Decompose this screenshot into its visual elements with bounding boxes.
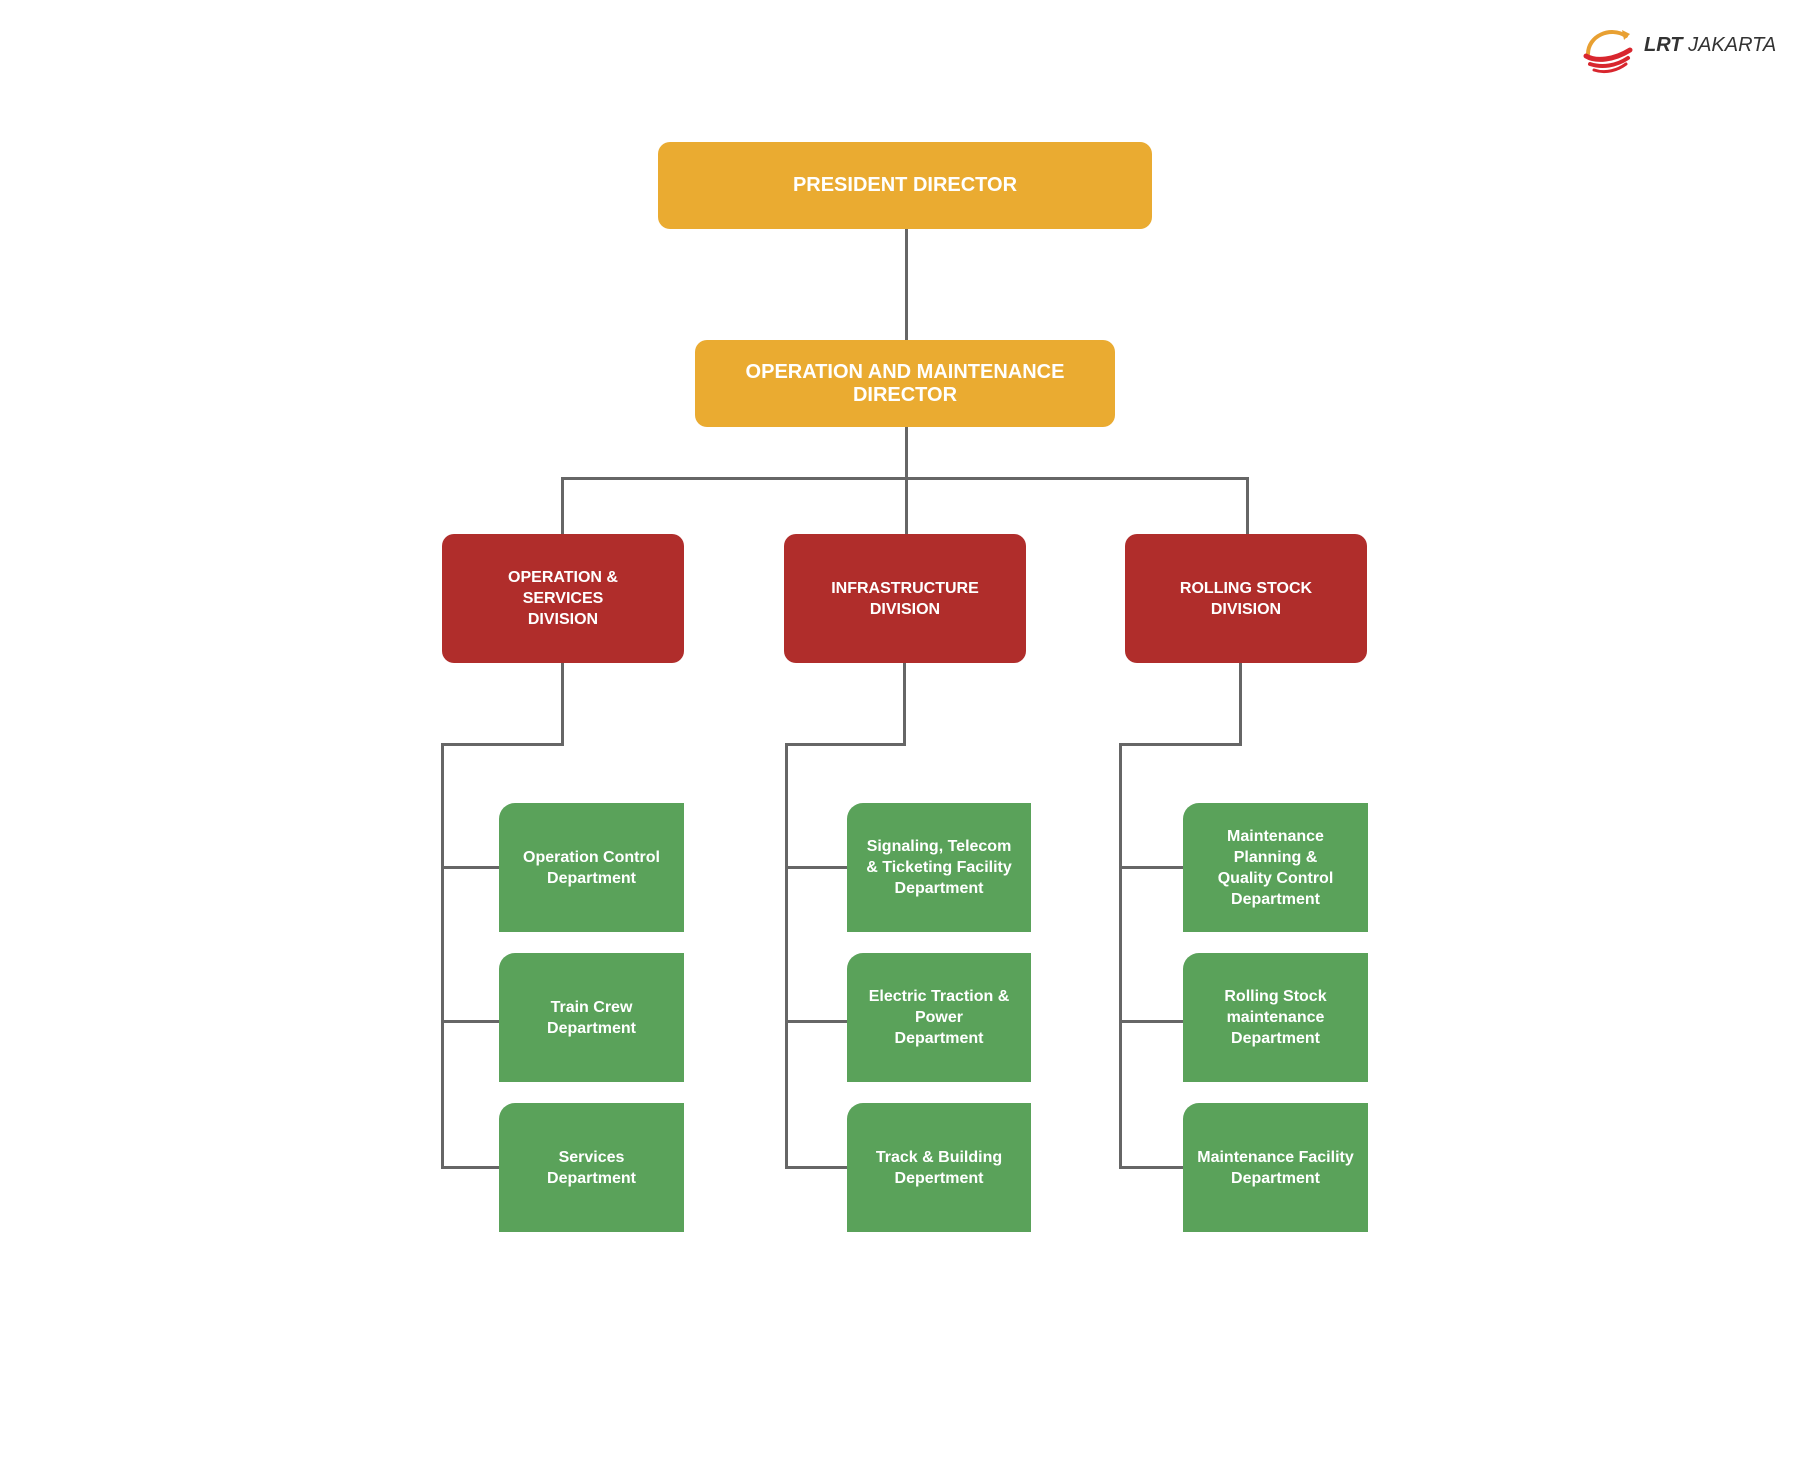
connector-bus-to-division-3 <box>1246 477 1249 535</box>
connector-division-2-dept-2 <box>785 1020 847 1023</box>
connector-division-3-dept-3 <box>1119 1166 1183 1169</box>
connector-division-1-dept-1 <box>441 866 499 869</box>
dept-maintenance-facility: Maintenance Facility Department <box>1183 1103 1368 1232</box>
om-director-box: OPERATION AND MAINTENANCE DIRECTOR <box>695 340 1115 427</box>
lrt-jakarta-logo: LRT JAKARTA <box>1580 20 1790 76</box>
division-infrastructure: INFRASTRUCTURE DIVISION <box>784 534 1026 663</box>
president-director-box: PRESIDENT DIRECTOR <box>658 142 1152 229</box>
connector-division-3-spine <box>1119 743 1122 1169</box>
dept-rolling-stock-maintenance: Rolling Stock maintenance Department <box>1183 953 1368 1082</box>
connector-division-2-elbow <box>785 743 906 746</box>
dept-track-building: Track & Building Depertment <box>847 1103 1031 1232</box>
logo-wordmark: LRT JAKARTA <box>1644 34 1776 57</box>
dept-maintenance-planning-qc: Maintenance Planning & Quality Control D… <box>1183 803 1368 932</box>
dept-operation-control: Operation Control Department <box>499 803 684 932</box>
connector-bus-to-division-2 <box>905 477 908 535</box>
connector-division-2-dept-3 <box>785 1166 847 1169</box>
connector-division-2-down <box>903 663 906 746</box>
connector-president-to-om <box>905 229 908 341</box>
connector-division-2-dept-1 <box>785 866 847 869</box>
lrt-swoosh-icon <box>1583 30 1633 74</box>
division-operation-services: OPERATION & SERVICES DIVISION <box>442 534 684 663</box>
dept-electric-traction-power: Electric Traction & Power Department <box>847 953 1031 1082</box>
dept-signaling-telecom-ticketing: Signaling, Telecom & Ticketing Facility … <box>847 803 1031 932</box>
connector-division-1-dept-3 <box>441 1166 499 1169</box>
logo-brand-bold: LRT <box>1644 34 1683 56</box>
connector-division-2-spine <box>785 743 788 1169</box>
connector-om-to-bus <box>905 427 908 479</box>
connector-division-1-dept-2 <box>441 1020 499 1023</box>
division-rolling-stock: ROLLING STOCK DIVISION <box>1125 534 1367 663</box>
connector-division-3-dept-2 <box>1119 1020 1183 1023</box>
connector-division-1-down <box>561 663 564 746</box>
connector-division-1-spine <box>441 743 444 1169</box>
connector-division-3-elbow <box>1119 743 1242 746</box>
connector-bus-to-division-1 <box>561 477 564 535</box>
connector-division-1-elbow <box>441 743 564 746</box>
logo-brand-italic: JAKARTA <box>1688 34 1777 56</box>
connector-division-3-dept-1 <box>1119 866 1183 869</box>
dept-services: Services Department <box>499 1103 684 1232</box>
dept-train-crew: Train Crew Department <box>499 953 684 1082</box>
connector-division-3-down <box>1239 663 1242 746</box>
